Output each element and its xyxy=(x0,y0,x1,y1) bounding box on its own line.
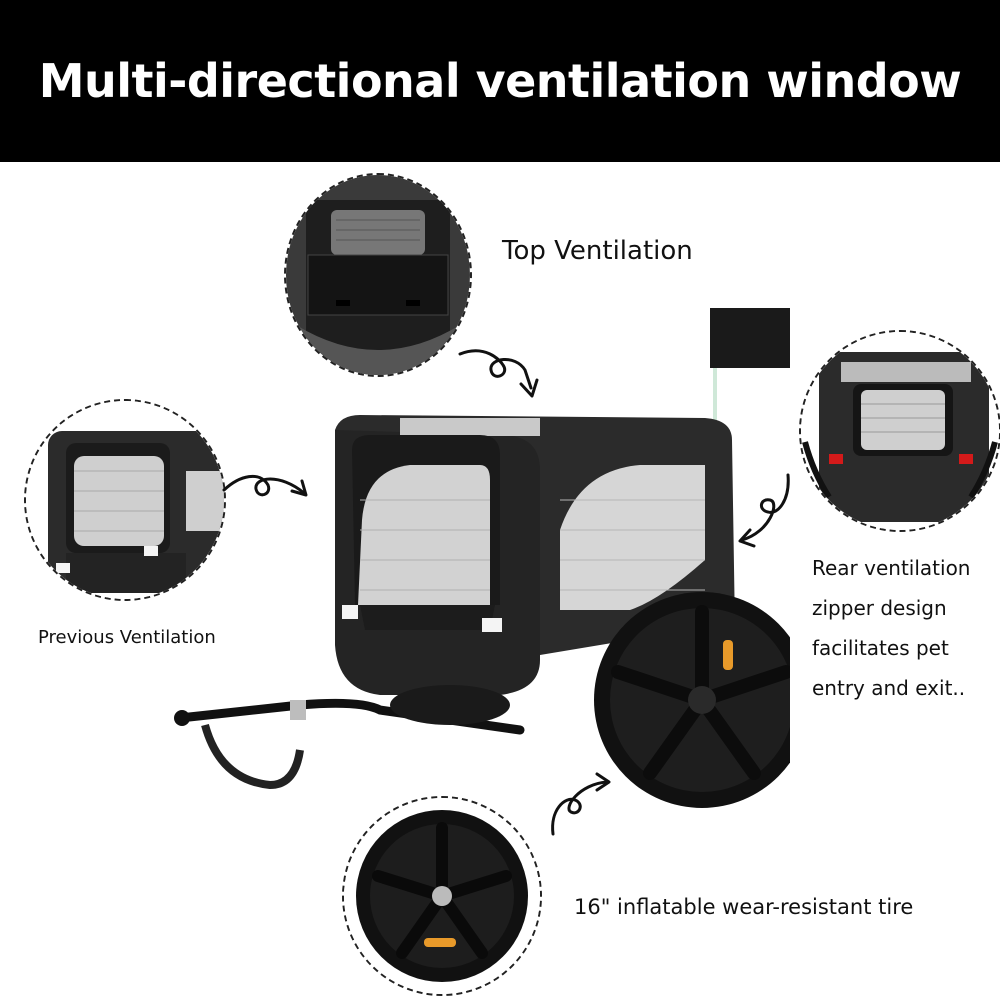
front-ventilation-label: Previous Ventilation xyxy=(38,627,216,648)
tire-arrow-icon xyxy=(551,772,611,836)
rear-arrow-icon xyxy=(738,473,790,548)
rear-ventilation-line-1: Rear ventilation xyxy=(812,556,971,580)
top-ventilation-callout xyxy=(284,173,472,377)
rear-ventilation-callout xyxy=(799,330,1000,532)
front-ventilation-callout xyxy=(24,399,226,601)
front-ventilation-image xyxy=(26,401,224,599)
title-banner: Multi-directional ventilation window xyxy=(0,0,1000,162)
top-arrow-icon xyxy=(458,349,539,398)
top-ventilation-image xyxy=(286,175,470,375)
rear-ventilation-line-2: zipper design xyxy=(812,596,947,620)
tire-label: 16" inflatable wear-resistant tire xyxy=(574,895,914,919)
rear-ventilation-line-3: facilitates pet xyxy=(812,636,949,660)
tire-callout xyxy=(342,796,542,996)
front-arrow-icon xyxy=(222,474,308,497)
pet-trailer-image xyxy=(174,308,790,808)
banner-title: Multi-directional ventilation window xyxy=(38,54,962,108)
rear-ventilation-text: Rear ventilation zipper design facilitat… xyxy=(812,548,970,708)
rear-ventilation-image xyxy=(801,332,999,530)
top-ventilation-label: Top Ventilation xyxy=(502,236,693,266)
rear-ventilation-line-4: entry and exit.. xyxy=(812,676,966,700)
tire-image xyxy=(344,798,540,994)
